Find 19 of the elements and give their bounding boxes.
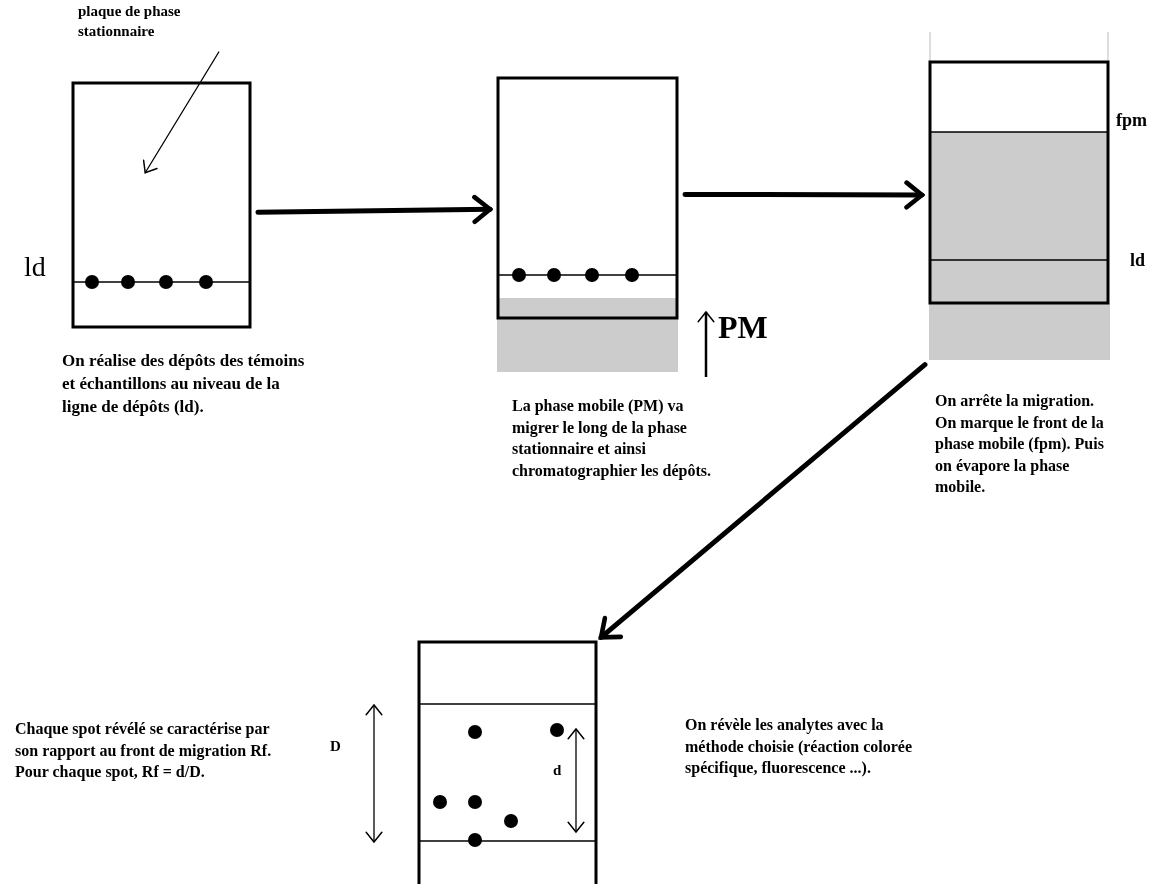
tlc-plate-drawing <box>417 640 598 884</box>
step-caption: Chaque spot révélé se caractérise par son rapport au front de migration Rf. Pour chaque spot, Rf = d/D. <box>15 719 273 783</box>
callout-text: plaque de phase stationnaire <box>78 2 238 52</box>
plate-label: D <box>330 737 341 756</box>
arrow <box>598 362 928 640</box>
plate-label: fpm <box>1116 109 1147 132</box>
step-caption: On arrête la migration. On marque le front de la phase mobile (fpm). Puis on évapore la phase mobile. <box>935 391 1105 498</box>
tlc-plate-drawing <box>496 76 679 372</box>
step-caption: On révèle les analytes avec la méthode choisie (réaction colorée spécifique, fluorescence ...). <box>685 715 913 779</box>
arrow <box>682 180 925 210</box>
plate-label: PM <box>718 308 768 347</box>
tlc-plate-drawing <box>71 81 252 329</box>
step-caption: La phase mobile (PM) va migrer le long de la phase stationnaire et ainsi chromatographier les dépôts. <box>512 396 712 482</box>
plate-label: ld <box>1130 249 1145 272</box>
step-caption: On réalise des dépôts des témoins et échantillons au niveau de la ligne de dépôts (ld). <box>62 350 306 418</box>
plate-label: d <box>553 761 562 780</box>
arrow <box>255 194 493 225</box>
plate-label: ld <box>24 250 46 284</box>
leader-line <box>142 51 220 174</box>
